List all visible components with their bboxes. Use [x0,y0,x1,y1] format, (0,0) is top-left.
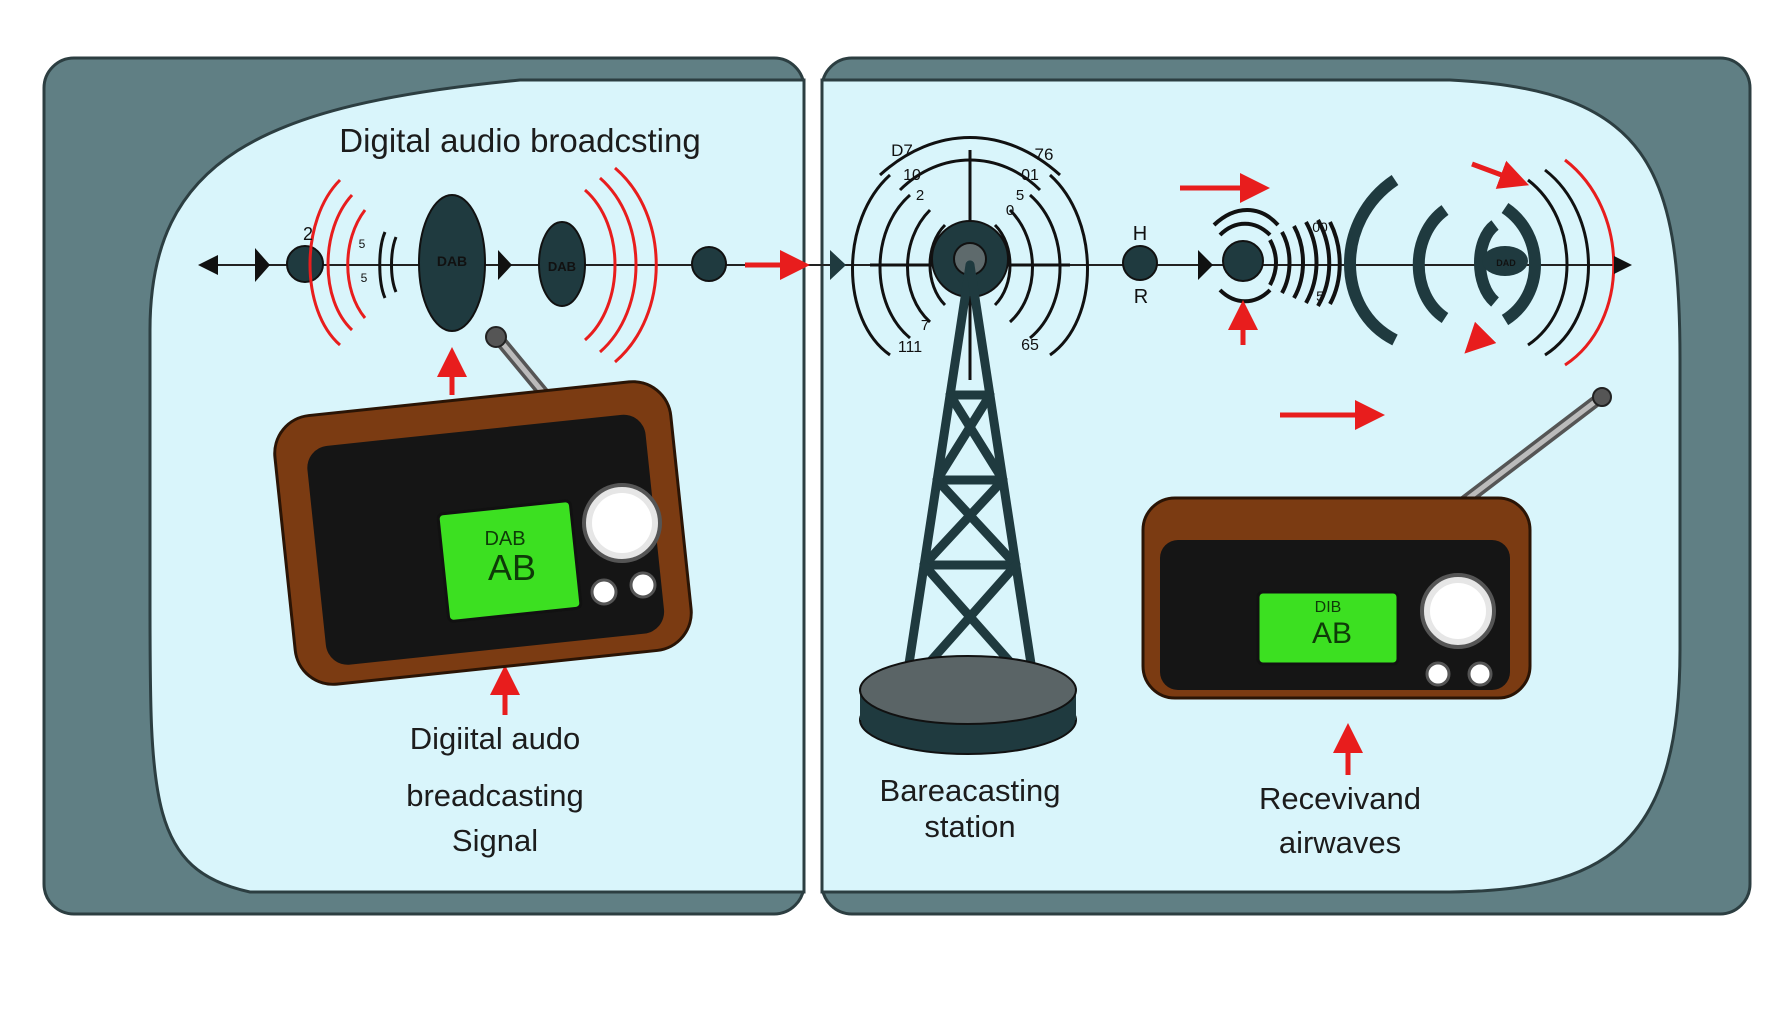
dab-label-2: DAB [548,259,576,274]
right-red-black-arcs [1527,158,1616,367]
node-dot-1 [286,245,324,283]
black-waves-left [378,231,398,299]
tower-label-n4: 5 [1016,187,1024,204]
right-lcd-band: DIB [1315,599,1342,616]
big-waves-right [1344,175,1541,346]
arrow-tri-2 [498,250,512,280]
right-lcd-display: AB [1312,617,1352,650]
diagram-title: Digital audio broadcsting [339,122,701,159]
arrow-tri-4 [1198,250,1213,280]
arrow-tri-1 [255,248,270,282]
mid-caption-2: station [924,809,1016,844]
right-radio [1141,387,1612,700]
left-caption-3: Signal [451,823,539,858]
receiver-waves [1212,208,1342,307]
tower-waves [851,136,1089,380]
dab-lens-1 [418,194,486,332]
left-radio [273,326,693,686]
label-left-num: 2 [303,224,313,244]
node-dot-h [1122,245,1158,281]
tower-label-n5: 7 [921,317,929,334]
label-left-small-2: 5 [361,271,368,285]
tower-label-n1: 10 [903,167,921,184]
left-lcd-band: DAB [484,528,525,550]
dab-lens-2 [538,221,586,307]
tower-base-top [859,655,1077,725]
left-caption-2: breadcasting [406,778,584,813]
red-waves-right [584,166,658,364]
dab-label-1: DAB [437,253,467,269]
dad-lens [1482,246,1528,276]
node-label-r: R [1134,286,1148,308]
red-arrow-5 [1464,321,1497,354]
right-panel [820,78,1682,894]
label-left-small-1: 5 [359,237,366,251]
arrow-left-end [198,255,218,275]
tower-label-n2: 01 [1021,167,1039,184]
arrow-right-end [1614,256,1632,274]
receiver-dot [1222,240,1264,282]
right-caption-1: Recevivand [1259,781,1421,816]
node-dot-2 [691,246,727,282]
tower-label-n6: 0 [1006,202,1014,219]
red-arrow-4 [1471,160,1530,189]
tower-label-tr: 76 [1035,145,1054,164]
mid-caption-1: Bareacasting [879,773,1061,808]
tower-label-tl: D7 [891,141,913,160]
right-caption-2: airwaves [1278,825,1402,860]
tower-label-bl: 111 [898,339,922,356]
node-label-h: H [1133,223,1147,245]
wave-label-bot: 5 [1316,288,1324,304]
arrow-tri-3 [830,250,846,280]
left-caption-1: Digiital audo [409,721,581,756]
wave-label-top: 00 [1312,219,1328,235]
red-waves-left [308,178,367,347]
tower-label-n3: 2 [916,187,924,204]
left-lcd-display: AB [488,547,536,588]
dad-label: DAD [1496,258,1516,268]
tower-label-br: 65 [1021,337,1039,354]
